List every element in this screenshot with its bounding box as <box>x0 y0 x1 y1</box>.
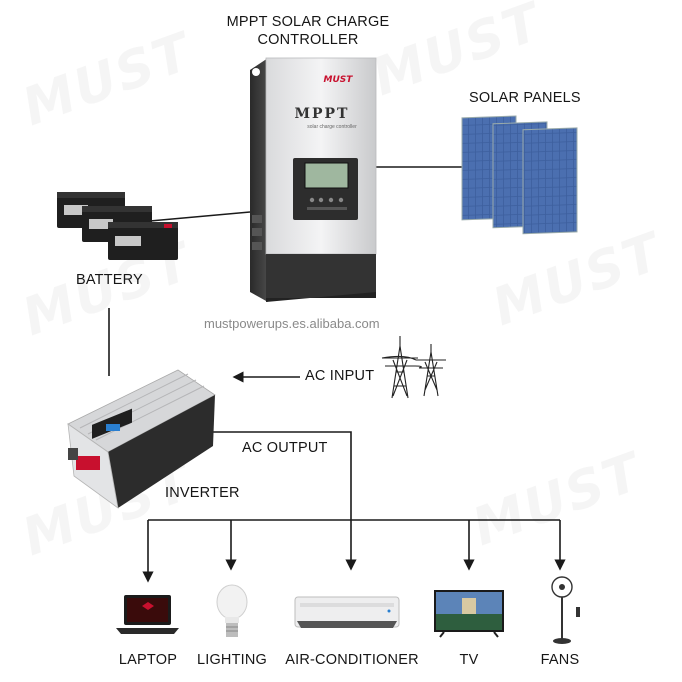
ac-output-label: AC OUTPUT <box>242 440 328 456</box>
battery-label: BATTERY <box>76 272 143 288</box>
solar-panels-image <box>461 115 578 235</box>
inverter-image <box>67 369 216 509</box>
solar-panels-label: SOLAR PANELS <box>469 90 581 106</box>
load-label-lighting: LIGHTING <box>196 652 268 668</box>
laptop-image <box>116 595 179 634</box>
load-label-laptop: LAPTOP <box>118 652 178 668</box>
controller-label: MPPT SOLAR CHARGE CONTROLLER <box>218 13 398 49</box>
controller-label-line1: MPPT SOLAR CHARGE <box>226 14 390 30</box>
inverter-label: INVERTER <box>165 485 240 501</box>
light-bulb-image <box>216 584 248 637</box>
website-text: mustpowerups.es.alibaba.com <box>204 316 380 331</box>
ac-input-label: AC INPUT <box>305 368 375 384</box>
load-label-air-conditioner: AIR-CONDITIONER <box>285 652 419 668</box>
controller-model: MPPT <box>295 106 350 122</box>
air-conditioner-image <box>294 596 400 628</box>
load-label-fans: FANS <box>540 652 580 668</box>
controller-subtitle: solar charge controller <box>307 124 357 130</box>
controller-label-line2: CONTROLLER <box>257 32 359 48</box>
controller-brand: MUST <box>324 75 354 85</box>
power-tower-image <box>381 336 446 399</box>
battery-controller-line <box>149 211 251 222</box>
battery-image <box>57 192 178 260</box>
fan-image <box>551 576 580 644</box>
connection-lines <box>108 166 566 583</box>
mppt-controller-image: MUST MPPT solar charge controller <box>250 57 377 302</box>
load-label-tv: TV <box>459 652 479 668</box>
tv-image <box>434 590 504 638</box>
